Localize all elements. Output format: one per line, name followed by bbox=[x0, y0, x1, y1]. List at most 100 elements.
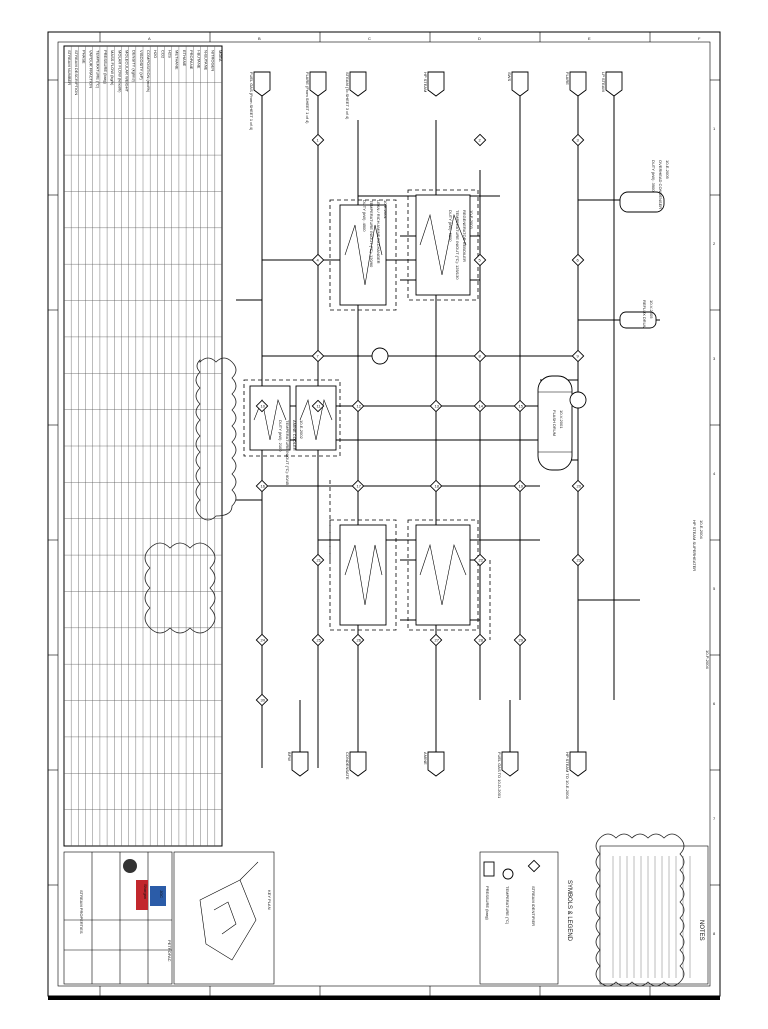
stream-id: 4 bbox=[317, 258, 320, 263]
outer-frame bbox=[47, 31, 721, 997]
stream-id: 5 bbox=[479, 258, 482, 263]
stream-id: 24 bbox=[261, 638, 266, 643]
stream-id: 19 bbox=[519, 484, 524, 489]
equipment-tag: 10-E-2004 bbox=[699, 520, 704, 539]
grid-number: 2 bbox=[713, 241, 716, 246]
stream-diamond bbox=[473, 349, 487, 363]
grid-number: 6 bbox=[713, 701, 716, 706]
stream-diamond bbox=[311, 633, 325, 647]
equipment-desc: LEAN / RICH AMINE EXCHANGER bbox=[376, 200, 381, 264]
stream-id: 15 bbox=[519, 404, 524, 409]
stream-id: 7 bbox=[317, 354, 320, 359]
equipment-tag: 10-V-2005 bbox=[649, 300, 654, 319]
stream-diamond bbox=[571, 349, 585, 363]
offsheet-label: FUEL GAS (From SHEET 1 of 4) bbox=[249, 72, 254, 131]
stream-diamond bbox=[351, 479, 365, 493]
offsheet-connectors: FUEL GAS (From SHEET 1 of 4)FLARE (From … bbox=[249, 71, 623, 799]
offsheet-connector bbox=[291, 751, 309, 777]
equipment-desc: HP STEAM SUPERHEATER bbox=[692, 520, 697, 571]
table-row-label: PHASE bbox=[81, 50, 86, 64]
stream-id: 28 bbox=[479, 638, 484, 643]
stream-diamond bbox=[311, 133, 325, 147]
stream-id: 27 bbox=[435, 638, 440, 643]
equipment-tag: 10-E-2002 bbox=[299, 420, 304, 439]
table-row-label: VAPOUR FRACTION bbox=[89, 50, 94, 88]
table-row-label: TEMPERATURE (°C) bbox=[96, 50, 101, 89]
offsheet-connector bbox=[309, 71, 327, 97]
stream-diamond bbox=[351, 399, 365, 413]
equipment-spec: DUTY (kW): 3900 bbox=[651, 160, 656, 192]
stream-id: 14 bbox=[479, 404, 484, 409]
table-row-label: COMPOSITION (mol%) bbox=[146, 50, 151, 93]
stream-diamond bbox=[473, 633, 487, 647]
stream-diamond bbox=[473, 553, 487, 567]
stream-id: 3 bbox=[577, 138, 580, 143]
stream-id: 23 bbox=[577, 558, 582, 563]
notes-panel bbox=[599, 845, 709, 985]
stream-diamond bbox=[571, 133, 585, 147]
company-seal bbox=[123, 859, 137, 873]
logo-text-petrofac: PETROFAC bbox=[167, 940, 172, 962]
equipment-spec: TEMPERATURE IN/OUT (°C): 60/45 bbox=[285, 420, 290, 486]
equipment-desc: AMINE COOLER bbox=[292, 420, 297, 451]
stream-id: 29 bbox=[519, 638, 524, 643]
equipment-spec: DUTY (kW): 4500 bbox=[362, 200, 367, 232]
stream-id: 16 bbox=[261, 484, 266, 489]
stream-id: 30 bbox=[261, 698, 266, 703]
grid-letter: B bbox=[258, 36, 261, 41]
table-row-label: MOLECULAR WEIGHT bbox=[124, 50, 129, 93]
offsheet-connector bbox=[349, 751, 367, 777]
logo-text-shargan: Shargan bbox=[143, 884, 148, 899]
table-row-label: DENSITY (kg/m3) bbox=[132, 50, 137, 83]
stream-diamond bbox=[255, 479, 269, 493]
offsheet-label: HP STEAM TO 10-E-2004 bbox=[565, 752, 570, 799]
grid-number: 8 bbox=[713, 931, 716, 936]
offsheet-label: STEAM (To SHEET 3 of 4) bbox=[345, 72, 350, 120]
stream-diamond bbox=[311, 553, 325, 567]
table-row-label: H2O bbox=[153, 50, 158, 58]
stream-diamond bbox=[473, 133, 487, 147]
table-row-label: MASS FLOW (kg/h) bbox=[110, 50, 115, 86]
stream-id: 20 bbox=[577, 484, 582, 489]
equipment-desc: OVERHEAD CONDENSER bbox=[658, 160, 663, 209]
table-row-label: STREAM NUMBER bbox=[67, 50, 72, 85]
equipment-desc: FLASH DRUM bbox=[552, 410, 557, 436]
legend-label-stream: STREAM IDENTIFIER bbox=[531, 886, 536, 926]
table-row-label: VISCOSITY (cP) bbox=[139, 50, 144, 80]
grid-letter: A bbox=[148, 36, 151, 41]
exchanger-e2004 bbox=[407, 519, 479, 631]
exchanger-e2001 bbox=[329, 199, 397, 311]
table-row-label: I-BUTANE bbox=[196, 50, 201, 69]
equipment-spec: TEMPERATURE IN/OUT (°C): 120/60 bbox=[369, 200, 374, 268]
offsheet-connector bbox=[501, 751, 519, 777]
offsheet-connector bbox=[253, 71, 271, 97]
exchanger-e2002 bbox=[407, 189, 479, 301]
offsheet-connector bbox=[427, 71, 445, 97]
stream-id: 13 bbox=[435, 404, 440, 409]
circle-icon bbox=[502, 868, 514, 880]
exchanger-e2005 bbox=[329, 519, 397, 631]
legend-symbols bbox=[483, 859, 541, 880]
stream-diamond bbox=[571, 253, 585, 267]
offsheet-label: FUEL GAS TO 10-D-2001 bbox=[497, 752, 502, 799]
vessel-v2005 bbox=[619, 191, 665, 213]
offsheet-connector bbox=[511, 71, 529, 97]
legend-heading: SYMBOLS & LEGEND bbox=[566, 880, 572, 942]
stream-diamond bbox=[429, 399, 443, 413]
stream-diamond bbox=[429, 479, 443, 493]
inner-frame bbox=[57, 41, 711, 987]
stream-diamond bbox=[513, 479, 527, 493]
equipment-tag: 10-E-2005 bbox=[665, 160, 670, 179]
table-row-label: MOLAR FLOW (kmol/h) bbox=[117, 50, 122, 93]
stream-id: 26 bbox=[357, 638, 362, 643]
table-row-label: N-BUTANE bbox=[203, 50, 208, 70]
exchanger-e2003 bbox=[243, 379, 341, 457]
logo-text-jgc: JGC bbox=[159, 890, 164, 898]
vessel-v2001 bbox=[537, 375, 573, 471]
offsheet-label: AMINE bbox=[423, 752, 428, 765]
